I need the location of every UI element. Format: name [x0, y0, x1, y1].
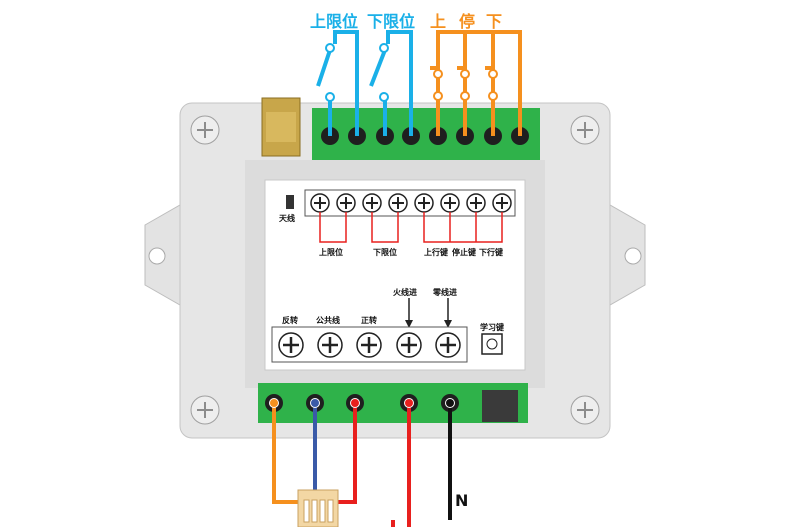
card-lower-limit-label: 下限位: [373, 248, 397, 257]
card-upper-limit-label: 上限位: [319, 248, 343, 257]
stop-label: 停: [459, 12, 476, 31]
card-antenna-label: 天线: [279, 214, 295, 223]
card-reverse-label: 反转: [282, 316, 298, 325]
card-up-key-label: 上行键: [424, 248, 448, 257]
card-forward-label: 正转: [361, 316, 377, 325]
card-stop-key-label: 停止键: [452, 248, 476, 257]
learn-key-box: [481, 333, 503, 355]
neutral-label: N: [455, 491, 469, 510]
card-common-label: 公共线: [316, 316, 340, 325]
card-neutral-in-label: 零线进: [433, 288, 457, 297]
card-learn-key-label: 学习键: [480, 323, 504, 332]
card-down-key-label: 下行键: [479, 248, 503, 257]
card-live-in-label: 火线进: [393, 288, 417, 297]
top-terminal-block: [312, 108, 540, 160]
learn-key-housing: [482, 390, 518, 422]
lower-limit-label: 下限位: [367, 12, 416, 31]
up-label: 上: [430, 12, 447, 31]
upper-limit-label: 上限位: [310, 12, 359, 31]
down-label: 下: [486, 12, 503, 31]
